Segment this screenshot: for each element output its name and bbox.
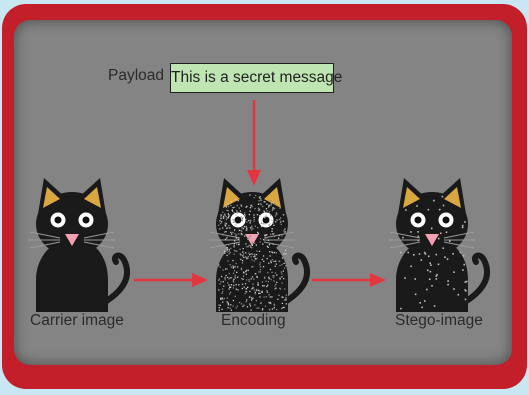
secret-message-box: This is a secret message: [170, 63, 342, 93]
stego-dots: [399, 195, 468, 310]
encoding-to-stego-arrow: [312, 273, 386, 287]
carrier-to-encoding-arrow: [134, 273, 208, 287]
payload-to-encoding-arrow: [247, 100, 261, 186]
encoding-speckles: [218, 194, 288, 311]
carrier-cat-icon: [28, 178, 127, 312]
stego-cat-icon: [388, 178, 487, 312]
stego-image-label: Stego-image: [395, 312, 483, 329]
payload-label: Payload: [108, 67, 165, 84]
carrier-image-label: Carrier image: [30, 312, 124, 329]
encoding-cat-icon: [208, 178, 307, 312]
encoding-label: Encoding: [221, 312, 286, 329]
